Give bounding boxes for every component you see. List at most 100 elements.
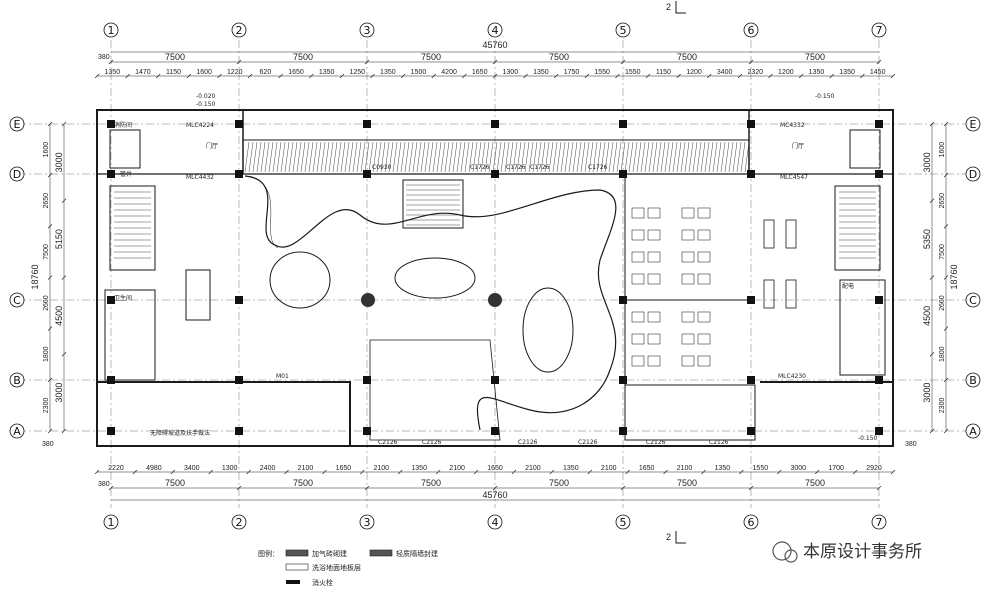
bay-dim-top-tick	[492, 59, 498, 65]
grid-bubble-top	[487, 22, 503, 38]
detail-dim-top-value: 1550	[594, 69, 610, 76]
detail-dim-bottom-tick	[587, 469, 593, 475]
legend-swatch	[285, 549, 309, 557]
corridor-hatch	[396, 141, 402, 173]
span-dim-left-tick	[61, 428, 67, 434]
seat	[647, 207, 661, 219]
span-dim-left-tick	[61, 198, 67, 203]
corridor-hatch	[376, 141, 382, 173]
structural-column	[875, 427, 883, 435]
detail-dim-top-tick	[676, 73, 681, 79]
grid-bubble-left	[9, 423, 25, 439]
grid-bubble-left	[9, 166, 25, 182]
structural-column	[875, 120, 883, 128]
seat	[681, 355, 695, 367]
bay-dim-bottom-tick	[108, 485, 114, 491]
detail-dim-top-value: 1750	[564, 69, 580, 76]
corridor-hatch	[620, 141, 626, 173]
room-label: 配电	[842, 282, 854, 290]
corridor-hatch	[596, 141, 602, 173]
corridor-hatch	[384, 141, 390, 173]
detail-dim-left-value: 7500	[43, 244, 50, 260]
detail-dim-bottom-tick	[701, 469, 706, 475]
corridor-hatch	[624, 141, 630, 173]
structural-column	[363, 120, 371, 128]
corridor-hatch	[500, 141, 506, 173]
grid-label-row: E	[970, 118, 977, 131]
bay-dim-top-value: 7500	[293, 52, 313, 62]
legend-item: 加气砖砌建	[312, 549, 347, 558]
grid-bubble-left	[9, 292, 25, 308]
corridor-hatch	[260, 141, 266, 173]
detail-dim-top-value: 3400	[717, 69, 733, 76]
level-mark: -0.150	[815, 93, 835, 100]
legend-item: 洗浴地面地板层	[312, 563, 361, 572]
corridor-hatch	[684, 141, 690, 173]
corridor-hatch	[372, 141, 378, 173]
sofa-table	[785, 279, 797, 309]
seat	[631, 333, 645, 345]
detail-dim-top-value: 1470	[135, 69, 151, 76]
grid-label-row: B	[13, 374, 21, 387]
span-dim-right-tick	[929, 352, 935, 357]
detail-dim-top-tick	[523, 73, 528, 79]
legend-swatch	[369, 549, 393, 557]
structural-column	[363, 170, 371, 178]
detail-dim-bottom-value: 1700	[828, 465, 844, 472]
window-label: C1726	[470, 164, 490, 171]
detail-dim-left-tick	[47, 172, 53, 178]
detail-dim-top-tick	[768, 73, 773, 79]
detail-dim-left-value: 2650	[43, 193, 50, 209]
grid-bubble-bottom	[487, 514, 503, 530]
detail-dim-top-tick	[707, 73, 712, 79]
detail-dim-right-value: 7500	[939, 244, 946, 260]
grid-bubble-right	[965, 292, 981, 308]
corridor-hatch	[424, 141, 430, 173]
detail-dim-bottom-value: 2220	[108, 465, 124, 472]
room-south-right	[624, 384, 756, 441]
detail-dim-left-tick	[47, 428, 53, 434]
corridor-hatch	[616, 141, 622, 173]
corridor-hatch	[568, 141, 574, 173]
corridor-hatch	[448, 141, 454, 173]
oval-left	[269, 251, 331, 309]
grid-label-col: 7	[876, 516, 883, 529]
detail-dim-bottom-tick	[322, 469, 327, 475]
detail-dim-bottom-tick	[246, 469, 251, 475]
window-label: C1726	[588, 164, 608, 171]
span-dim-left-value: 3000	[54, 152, 64, 172]
corridor-hatch	[464, 141, 470, 173]
window-label: C1726	[530, 164, 550, 171]
detail-dim-top-value: 1200	[778, 69, 794, 76]
grid-bubble-right	[965, 116, 981, 132]
detail-dim-top-value: 1350	[809, 69, 825, 76]
detail-dim-bottom-value: 2100	[373, 465, 389, 472]
detail-dim-bottom-value: 1650	[487, 465, 503, 472]
corridor-hatch	[728, 141, 734, 173]
bay-dim-top-tick	[748, 59, 754, 65]
corridor-hatch	[588, 141, 594, 173]
corridor-hatch	[548, 141, 554, 173]
detail-dim-top-tick	[155, 73, 161, 79]
bay-dim-bottom-value: 7500	[805, 478, 825, 488]
span-dim-right-tick	[929, 275, 935, 280]
stair-left	[109, 185, 156, 271]
seat	[631, 251, 645, 263]
bay-dim-bottom-tick	[748, 485, 754, 491]
detail-dim-top-value: 1600	[196, 69, 212, 76]
corridor-hatch	[636, 141, 642, 173]
seat	[647, 229, 661, 241]
detail-dim-top-tick	[798, 73, 804, 79]
detail-dim-top-value: 2320	[747, 69, 763, 76]
oval-right	[522, 287, 574, 373]
corridor-hatch	[244, 141, 250, 173]
grid-bubble-left	[9, 116, 25, 132]
interior-elements	[185, 175, 797, 441]
span-dim-right-tick	[929, 428, 935, 434]
corridor-hatch	[420, 141, 426, 173]
detail-dim-bottom-value: 3000	[790, 465, 806, 472]
bay-dim-top-value: 7500	[421, 52, 441, 62]
corridor-hatch	[388, 141, 394, 173]
span-dim-left-value: 3000	[54, 383, 64, 403]
legend-swatch	[286, 580, 300, 584]
